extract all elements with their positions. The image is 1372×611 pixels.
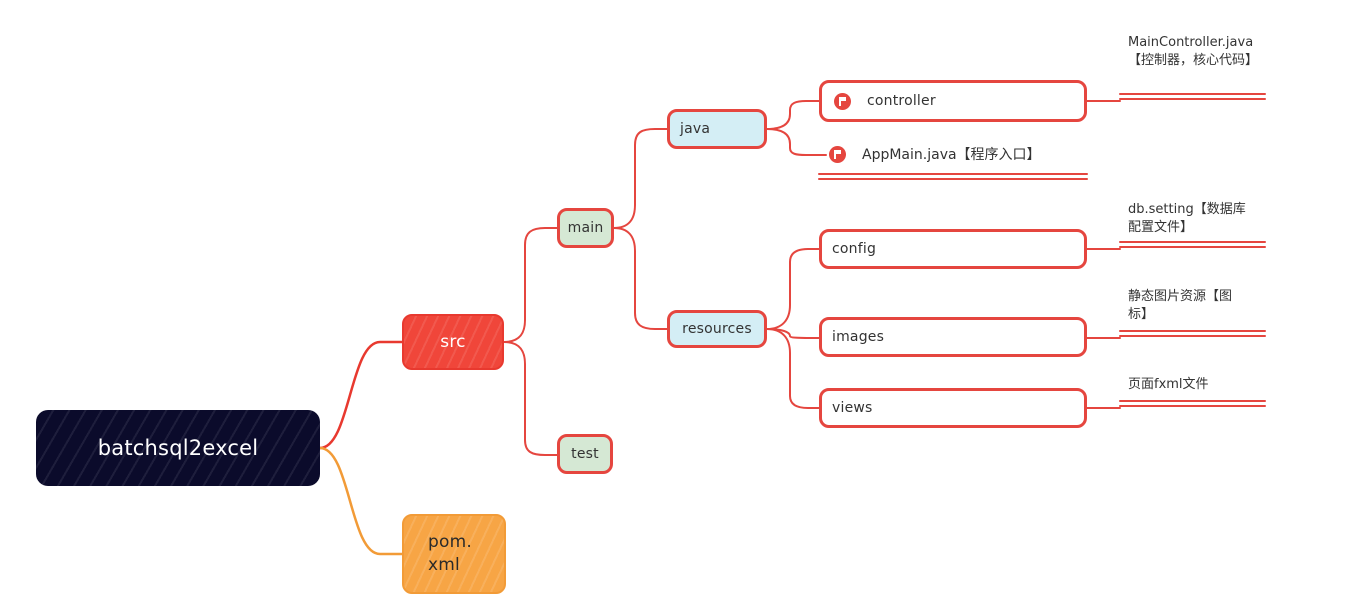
java-node[interactable]: java: [667, 109, 767, 149]
root-label: batchsql2excel: [97, 436, 259, 460]
main-label: main: [567, 220, 604, 236]
test-label: test: [571, 446, 599, 462]
resources-node[interactable]: resources: [667, 310, 767, 348]
config-note: db.setting【数据库配置文件】: [1128, 202, 1246, 235]
images-label: images: [832, 329, 885, 345]
config-node[interactable]: config: [819, 229, 1087, 269]
views-label: views: [832, 400, 873, 416]
flag-icon: [834, 92, 851, 110]
views-node[interactable]: views: [819, 388, 1087, 428]
main-node[interactable]: main: [557, 208, 614, 248]
appmain-node[interactable]: AppMain.java【程序入口】: [829, 141, 1041, 167]
pom-xml-node[interactable]: pom. xml: [402, 514, 506, 594]
config-label: config: [832, 241, 877, 257]
java-label: java: [680, 121, 711, 137]
images-node[interactable]: images: [819, 317, 1087, 357]
appmain-label: AppMain.java【程序入口】: [862, 147, 1041, 163]
root-node[interactable]: batchsql2excel: [36, 410, 320, 486]
flag-icon: [829, 145, 846, 163]
controller-note: MainController.java【控制器，核心代码】: [1128, 35, 1259, 68]
src-label: src: [440, 332, 466, 352]
test-node[interactable]: test: [557, 434, 613, 474]
images-note: 静态图片资源【图标】: [1128, 289, 1233, 322]
resources-label: resources: [682, 321, 752, 337]
views-note: 页面fxml文件: [1128, 377, 1209, 392]
controller-node[interactable]: controller: [819, 80, 1087, 122]
src-node[interactable]: src: [402, 314, 504, 370]
controller-label: controller: [867, 93, 936, 109]
pom-label-line2: xml: [428, 555, 460, 575]
pom-label-line1: pom.: [428, 532, 472, 552]
